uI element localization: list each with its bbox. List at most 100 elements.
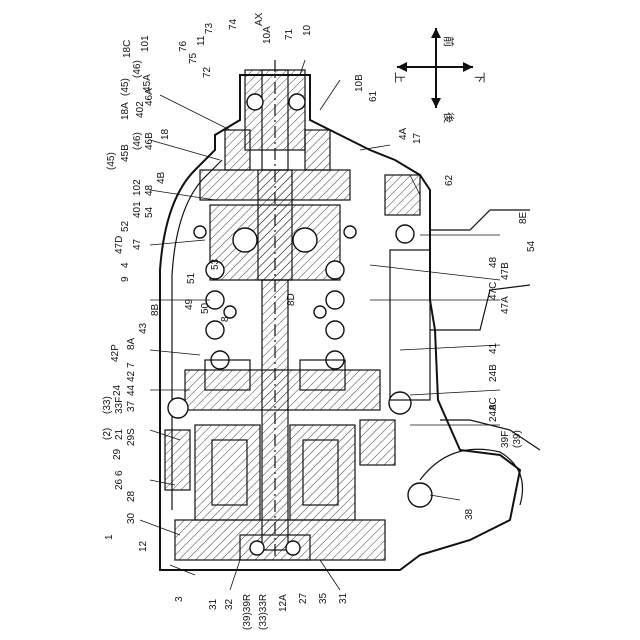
ref-8E: 8E: [518, 211, 529, 224]
ref-8B: 8B: [150, 303, 161, 316]
switch-roller: [396, 225, 414, 243]
ref-46B: 46B: [144, 132, 155, 150]
ref-41: 41: [488, 342, 499, 354]
ref-29S: 29S: [126, 428, 137, 446]
cable-channel: [390, 250, 430, 400]
ref-73: 73: [204, 22, 215, 34]
ref-26: 26: [114, 478, 125, 490]
handle-line-top: [430, 210, 530, 230]
ref-54: 54: [144, 206, 155, 218]
ref-24B: 24B: [488, 364, 499, 382]
ref-2: (2): [102, 428, 113, 440]
switch-assembly: [385, 175, 430, 400]
ref-4: 4: [120, 262, 131, 268]
ref-72: 72: [202, 66, 213, 78]
flange-plate: [200, 170, 350, 200]
handle-line-low: [440, 420, 540, 450]
striker-body: [210, 205, 340, 280]
ref-54-b: 54: [526, 240, 537, 252]
ref-31-b: 31: [338, 592, 349, 604]
ref-18A: 18A: [120, 102, 131, 120]
direction-indicator: 前 後 上 下: [393, 28, 486, 123]
bearing-ball-right: [286, 541, 300, 555]
ref-31-a: 31: [208, 598, 219, 610]
ref-11: 11: [196, 35, 207, 46]
ref-12: 12: [138, 540, 149, 552]
ref-47: 47: [132, 238, 143, 250]
ref-43: 43: [138, 322, 149, 334]
motor-stator-left: [195, 425, 260, 520]
coil-5: [326, 261, 344, 279]
label-backward: 後: [442, 112, 456, 123]
ref-47C: 47C: [488, 282, 499, 300]
ref-18C: 18C: [122, 40, 133, 58]
handle-pivot: [408, 483, 432, 507]
label-down: 下: [473, 72, 486, 83]
ref-48: 48: [144, 184, 155, 196]
spring-left: [225, 130, 250, 170]
lower-handle-curve: [420, 449, 523, 505]
ref-71: 71: [284, 28, 295, 40]
label-forward: 前: [442, 36, 456, 47]
motor-stator-right: [290, 425, 355, 520]
coil-10: [314, 306, 326, 318]
gear-section: [168, 360, 411, 418]
ref-48-b: 48: [488, 256, 499, 268]
ref-35: 35: [318, 592, 329, 604]
ref-33R: (33)33R: [258, 594, 269, 630]
ref-52: 52: [120, 220, 131, 232]
ref-17: 17: [412, 132, 423, 144]
ref-32: 32: [224, 598, 235, 610]
ref-33F: 33F: [114, 397, 125, 414]
label-up: 上: [393, 72, 406, 83]
ref-24: 24: [112, 384, 123, 396]
ref-46-b: (46): [132, 132, 143, 150]
ref-AX: AX: [254, 12, 265, 26]
arrow-head-left: [397, 62, 407, 72]
switch-body: [385, 175, 420, 215]
ref-21: 21: [114, 428, 125, 440]
ref-61: 61: [368, 90, 379, 102]
ref-45B: 45B: [120, 144, 131, 162]
ref-27: 27: [298, 592, 309, 604]
ref-10B: 10B: [354, 74, 365, 92]
ref-51: 51: [186, 272, 197, 284]
ref-18: 18: [160, 128, 171, 140]
ref-38: 38: [464, 508, 475, 520]
ref-39-a: (39): [512, 430, 523, 448]
ref-1: 1: [104, 534, 115, 540]
ref-4B: 4B: [156, 171, 167, 184]
ref-50: 50: [200, 302, 211, 314]
ref-8A: 8A: [126, 337, 137, 350]
ref-10: 10: [302, 24, 313, 36]
bolt-left: [168, 398, 188, 418]
ref-10A: 10A: [262, 26, 273, 44]
ref-47D: 47D: [114, 236, 125, 254]
handle-line-mid: [430, 285, 530, 330]
ref-102: 102: [132, 179, 143, 196]
striker-ball-left: [233, 228, 257, 252]
bolt-right: [389, 392, 411, 414]
arrow-head-down: [431, 98, 441, 108]
bearing-ball-left: [250, 541, 264, 555]
end-cap: [175, 520, 385, 560]
ref-401: 401: [132, 201, 143, 218]
ref-62: 62: [444, 174, 455, 186]
ref-45-b: (45): [106, 152, 117, 170]
ref-12A: 12A: [278, 594, 289, 612]
ref-33-a: (33): [102, 396, 113, 414]
ref-39R: (39)39R: [242, 594, 253, 630]
ref-76: 76: [178, 40, 189, 52]
ref-49: 49: [184, 298, 195, 310]
ref-9: 9: [120, 276, 131, 282]
ref-45-a: (45): [120, 78, 131, 96]
ref-47B: 47B: [500, 262, 511, 280]
coil-3: [206, 321, 224, 339]
ref-44: 44: [126, 384, 137, 396]
ref-402: 402: [135, 101, 146, 118]
ref-47A: 47A: [500, 296, 511, 314]
ref-8C: 8C: [488, 397, 499, 410]
ref-53: 53: [210, 258, 221, 270]
ref-6: 6: [114, 470, 125, 476]
